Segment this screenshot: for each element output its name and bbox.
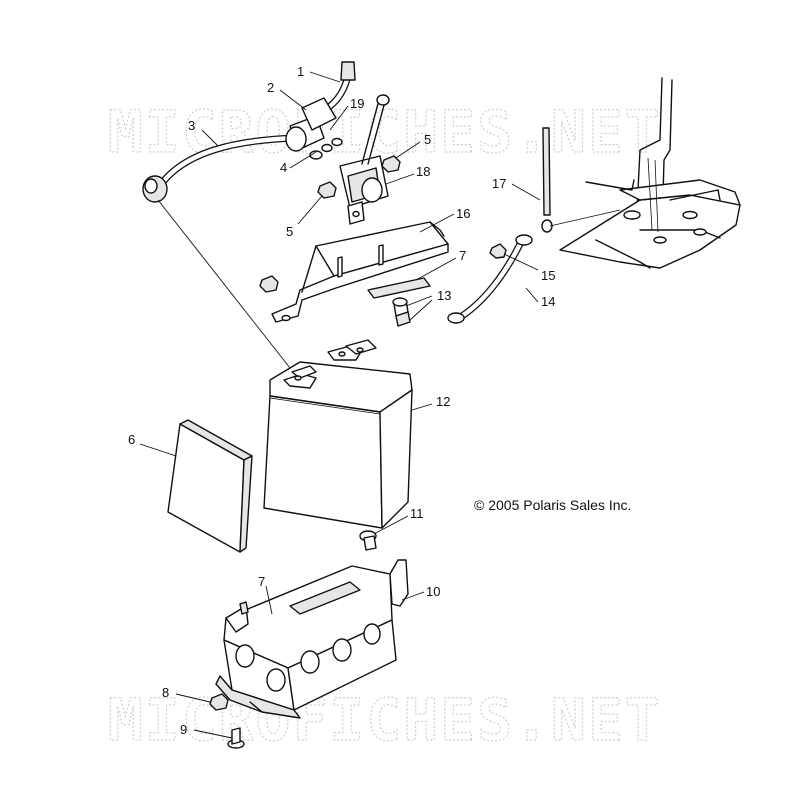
watermark-bottom: MICROFICHES.NET	[108, 686, 662, 754]
callout-8: 8	[162, 685, 169, 700]
callout-10: 10	[426, 584, 440, 599]
callout-7-lower: 7	[258, 574, 265, 589]
rod-17	[541, 127, 621, 233]
pad-7-upper	[367, 277, 431, 299]
callout-3: 3	[188, 118, 195, 133]
callout-15: 15	[541, 268, 555, 283]
cable-assembly	[142, 61, 356, 203]
callout-13: 13	[437, 288, 451, 303]
frame-section	[559, 77, 741, 269]
copyright-notice: © 2005 Polaris Sales Inc.	[474, 497, 631, 513]
pad-6	[167, 419, 253, 553]
fasteners-13	[392, 297, 411, 327]
callout-16: 16	[456, 206, 470, 221]
callout-14: 14	[541, 294, 555, 309]
battery-12	[263, 339, 413, 529]
callout-1: 1	[297, 64, 304, 79]
callout-4: 4	[280, 160, 287, 175]
callout-6: 6	[128, 432, 135, 447]
callout-18: 18	[416, 164, 430, 179]
callout-labels: 1 2 19 3 5 4 18 5 16 17 7 15 13 14 12 6 …	[128, 64, 555, 737]
callout-11: 11	[410, 506, 424, 521]
callout-5-top: 5	[424, 132, 431, 147]
callout-7-upper: 7	[459, 248, 466, 263]
bracket-16	[271, 221, 449, 323]
bolt-11	[359, 530, 377, 551]
leader-lines	[139, 71, 541, 739]
callout-2: 2	[267, 80, 274, 95]
callout-17: 17	[492, 176, 506, 191]
pad-7-lower	[289, 581, 361, 615]
hardware-small	[259, 137, 507, 293]
cable-14	[447, 234, 533, 324]
bolt-9	[227, 727, 245, 749]
callout-12: 12	[436, 394, 450, 409]
callout-19: 19	[350, 96, 364, 111]
solenoid-18	[339, 94, 390, 225]
callout-5-bottom: 5	[286, 224, 293, 239]
nut-8	[209, 693, 229, 711]
callout-9: 9	[180, 722, 187, 737]
